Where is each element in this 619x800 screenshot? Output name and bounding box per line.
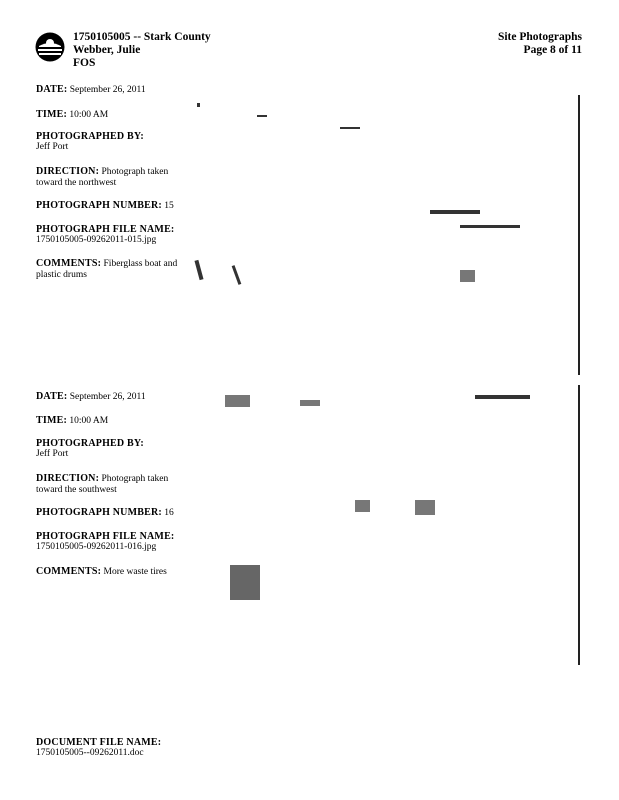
time-field: TIME: 10:00 AM xyxy=(36,415,186,427)
comments-value: More waste tires xyxy=(103,567,167,577)
file-field: PHOTOGRAPH FILE NAME:1750105005-09262011… xyxy=(36,531,186,553)
number-value: 16 xyxy=(164,508,174,518)
speckle xyxy=(300,400,320,406)
speckle xyxy=(257,115,267,117)
agency-logo xyxy=(35,32,65,62)
number-field: PHOTOGRAPH NUMBER: 15 xyxy=(36,200,186,212)
speckle xyxy=(355,500,370,512)
speckle xyxy=(340,127,360,129)
header-right: Site Photographs Page 8 of 11 xyxy=(498,31,582,57)
photo-edge xyxy=(578,95,580,375)
speckle xyxy=(230,565,260,600)
site-photo-2 xyxy=(195,385,580,665)
comments-field: COMMENTS: Fiberglass boat and plastic dr… xyxy=(36,258,186,281)
date-field: DATE: September 26, 2011 xyxy=(36,84,186,96)
file-label: PHOTOGRAPH FILE NAME: xyxy=(36,531,175,542)
speckle xyxy=(197,103,200,107)
direction-field: DIRECTION: Photograph taken toward the n… xyxy=(36,166,186,189)
direction-field: DIRECTION: Photograph taken toward the s… xyxy=(36,473,186,496)
speckle xyxy=(231,265,242,285)
file-value: 1750105005-09262011-016.jpg xyxy=(36,542,157,552)
number-value: 15 xyxy=(164,201,174,211)
time-label: TIME: xyxy=(36,415,67,426)
speckle xyxy=(415,500,435,515)
speckle xyxy=(460,225,520,228)
date-value: September 26, 2011 xyxy=(69,85,146,95)
time-value: 10:00 AM xyxy=(69,110,109,120)
direction-value: Photograph taken toward the northwest xyxy=(36,167,169,188)
date-field: DATE: September 26, 2011 xyxy=(36,391,186,403)
file-field: PHOTOGRAPH FILE NAME:1750105005-09262011… xyxy=(36,224,186,246)
comments-label: COMMENTS: xyxy=(36,258,102,269)
file-value: 1750105005-09262011-015.jpg xyxy=(36,235,157,245)
program: FOS xyxy=(73,57,96,69)
photographer-field: PHOTOGRAPHED BY:Jeff Port xyxy=(36,438,186,460)
header-info: 1750105005 -- Stark County Webber, Julie… xyxy=(73,31,211,70)
time-field: TIME: 10:00 AM xyxy=(36,109,186,121)
inspector-name: Webber, Julie xyxy=(73,44,141,56)
photographer-label: PHOTOGRAPHED BY: xyxy=(36,131,144,142)
date-value: September 26, 2011 xyxy=(69,392,146,402)
time-label: TIME: xyxy=(36,109,67,120)
direction-value: Photograph taken toward the southwest xyxy=(36,474,169,495)
speckle xyxy=(194,259,204,281)
site-photo-1 xyxy=(194,95,580,375)
speckle xyxy=(460,270,475,282)
direction-label: DIRECTION: xyxy=(36,473,100,484)
speckle xyxy=(225,395,250,407)
number-label: PHOTOGRAPH NUMBER: xyxy=(36,200,162,211)
time-value: 10:00 AM xyxy=(69,416,109,426)
document-title: Site Photographs xyxy=(497,31,582,43)
direction-label: DIRECTION: xyxy=(36,166,100,177)
photo-edge xyxy=(578,385,580,665)
comments-field: COMMENTS: More waste tires xyxy=(36,566,186,578)
document-file-field: DOCUMENT FILE NAME: 1750105005--09262011… xyxy=(36,737,236,759)
number-label: PHOTOGRAPH NUMBER: xyxy=(36,507,162,518)
document-file-value: 1750105005--09262011.doc xyxy=(36,748,144,758)
speckle xyxy=(430,210,480,214)
speckle xyxy=(475,395,530,399)
photographer-field: PHOTOGRAPHED BY:Jeff Port xyxy=(36,131,186,153)
document-file-label: DOCUMENT FILE NAME: xyxy=(36,737,162,748)
number-field: PHOTOGRAPH NUMBER: 16 xyxy=(36,507,186,519)
comments-value: Fiberglass boat and plastic drums xyxy=(36,259,178,280)
page-number: Page 8 of 11 xyxy=(523,44,582,56)
date-label: DATE: xyxy=(36,84,68,95)
photographer-value: Jeff Port xyxy=(36,449,69,459)
site-line: 1750105005 -- Stark County xyxy=(73,31,211,43)
file-label: PHOTOGRAPH FILE NAME: xyxy=(36,224,175,235)
photographer-label: PHOTOGRAPHED BY: xyxy=(36,438,144,449)
photographer-value: Jeff Port xyxy=(36,142,69,152)
date-label: DATE: xyxy=(36,391,68,402)
comments-label: COMMENTS: xyxy=(36,566,102,577)
